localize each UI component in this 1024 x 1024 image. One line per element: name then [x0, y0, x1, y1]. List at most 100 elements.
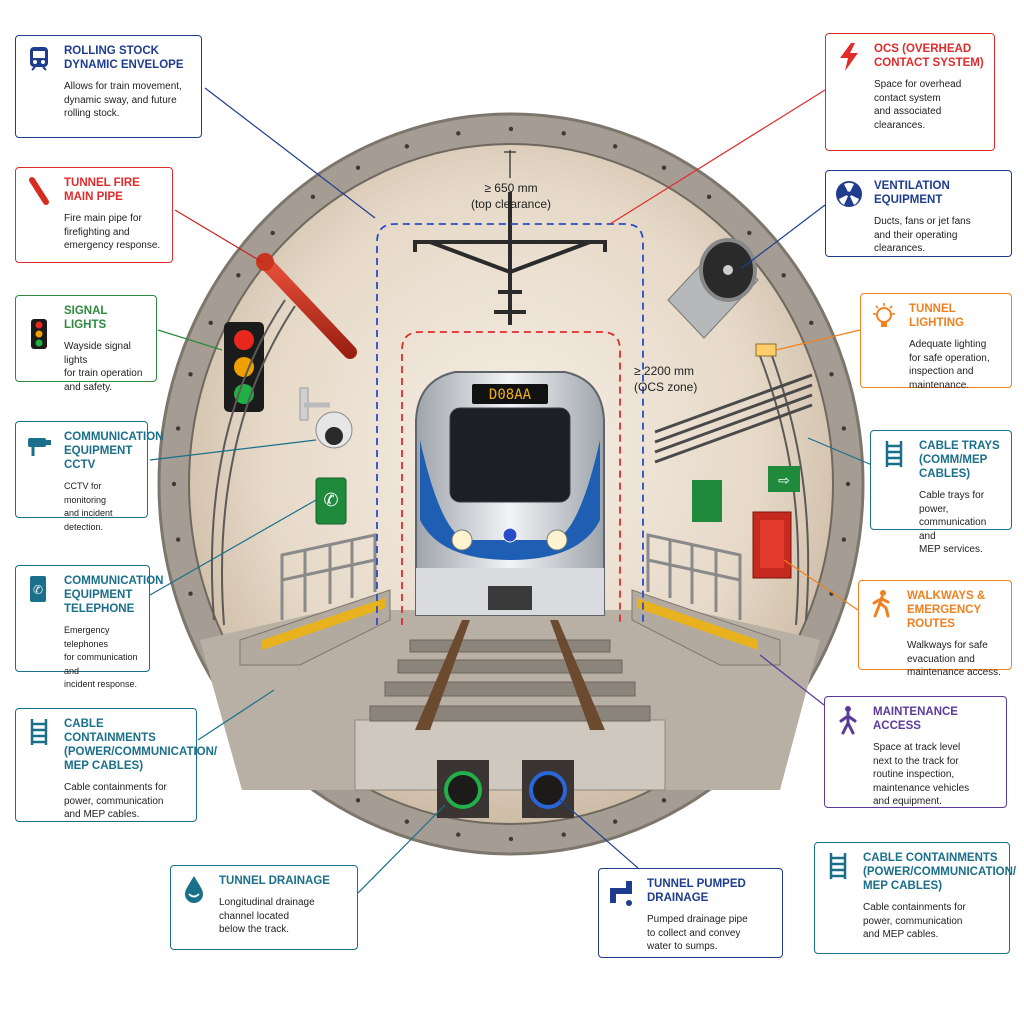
rolling-stock-envelope: [376, 223, 644, 625]
card-title: TUNNEL DRAINAGE: [219, 875, 330, 887]
card-title: COMMUNICATION EQUIPMENT Telephone: [64, 575, 164, 615]
card-walkways: WALKWAYS & EMERGENCY ROUTES Walkways for…: [858, 580, 1012, 678]
track-bed: [200, 610, 820, 818]
card-body: Cable containments for power, communicat…: [863, 902, 966, 940]
top-clearance-value: ≥ 650 mm: [484, 181, 537, 195]
lining-bolt: [747, 230, 752, 236]
cable-ladder-icon: [885, 441, 903, 467]
svg-text:✆: ✆: [323, 490, 338, 511]
callout-leaders: [149, 87, 873, 894]
lining-bolt: [561, 131, 566, 136]
person-icon: [839, 706, 857, 735]
cable-ladder-icon: [30, 719, 48, 745]
lining-bolt: [456, 832, 461, 837]
walkway-left: [239, 533, 391, 666]
lining-bolt: [310, 194, 316, 199]
card-title: WALKWAYS & EMERGENCY ROUTES: [907, 590, 986, 630]
lining-bolt: [456, 131, 461, 136]
lining-bolt: [845, 481, 851, 487]
fire-pipe-icon: [29, 177, 49, 205]
card-body: Pumped drainage pipe to collect and conv…: [647, 914, 748, 952]
card-title: ROLLING STOCK DYNAMIC ENVELOPE: [64, 45, 184, 71]
card-body: Cable trays for power, communication and…: [919, 490, 987, 555]
lining-bolt: [661, 798, 667, 803]
card-signal-lights: SIGNAL LIGHTS Wayside signal lights for …: [15, 295, 157, 393]
card-comm-telephone: ✆ COMMUNICATION EQUIPMENT Telephone Emer…: [15, 565, 164, 689]
emergency-telephone: ✆: [315, 477, 347, 525]
cable-trays: [654, 373, 813, 464]
pipe-icon: [610, 881, 632, 906]
lining-bolt: [175, 426, 181, 431]
lining-bolt: [175, 537, 181, 542]
drainage-channel: [444, 771, 482, 809]
lining-bolt: [612, 144, 618, 149]
cctv-icon: [28, 438, 51, 456]
card-tunnel-lighting: TUNNEL LIGHTING Adequate lighting for sa…: [860, 293, 1012, 391]
card-tunnel-drainage: TUNNEL DRAINAGE Longitudinal drainage ch…: [170, 865, 358, 950]
ocs-zone-envelope: [401, 331, 621, 625]
telephone-icon: ✆: [30, 576, 46, 602]
walking-person-icon: [872, 590, 890, 618]
card-title: TUNNEL LIGHTING: [909, 303, 964, 329]
card-tunnel-fire: TUNNEL FIRE MAIN PIPE Fire main pipe for…: [15, 167, 173, 263]
card-ocs: OCS (OVERHEAD CONTACT SYSTEM) Space for …: [825, 33, 995, 151]
card-title: TUNNEL FIRE MAIN PIPE: [64, 177, 140, 203]
traffic-light-icon: [31, 319, 47, 349]
lightning-icon: [840, 43, 858, 71]
fan-icon: [836, 181, 862, 207]
lining-bolt: [188, 591, 193, 596]
card-cable-containments-left: CABLE CONTAINMENTS (POWER/COMMUNICATION/…: [15, 708, 218, 822]
lining-bolt: [781, 273, 786, 278]
lining-bolt: [270, 230, 275, 236]
lining-bolt: [561, 832, 566, 837]
card-body: Longitudinal drainage channel located be…: [219, 897, 315, 935]
card-body: Cable containments for power, communicat…: [64, 782, 167, 820]
card-body: Emergency telephones for communication a…: [64, 625, 138, 689]
lining-bolt: [508, 126, 514, 132]
lining-bolt: [188, 372, 193, 377]
card-title: CABLE TRAYS (COMM/MEP CABLES): [919, 440, 1000, 480]
card-body: Wayside signal lights for train operatio…: [64, 341, 143, 393]
lining-bolt: [829, 372, 834, 377]
ventilation-jet-fan: [667, 238, 759, 339]
ocs-zone-value: ≥ 2200 mm: [634, 364, 694, 378]
lining-bolt: [841, 426, 847, 431]
card-title: VENTILATION EQUIPMENT: [874, 180, 950, 206]
tunnel-light-fitting: [755, 343, 777, 357]
top-clearance-note: (top clearance): [471, 197, 551, 211]
card-title: MAINTENANCE ACCESS: [873, 706, 958, 732]
lining-bolt: [355, 798, 361, 803]
lining-bolt: [809, 320, 814, 326]
card-body: Adequate lighting for safe operation, in…: [909, 339, 990, 391]
walkway-right: [631, 533, 781, 666]
card-comm-cctv: COMMUNICATION EQUIPMENT CCTV CCTV for mo…: [15, 421, 164, 532]
card-title: OCS (OVERHEAD CONTACT SYSTEM): [874, 43, 984, 69]
lining-bolt: [661, 165, 667, 170]
fire-main-pipe: [256, 253, 357, 359]
pumped-drainage-pipe: [529, 771, 567, 809]
card-body: Ducts, fans or jet fans and their operat…: [874, 216, 971, 254]
svg-text:⇨: ⇨: [778, 473, 790, 489]
signal-light: [224, 322, 264, 412]
card-cable-containments-right: CABLE CONTAINMENTS (POWER/COMMUNICATION/…: [814, 842, 1016, 954]
lining-bolt: [404, 819, 410, 824]
lining-bolt: [355, 165, 361, 170]
lining-bolt: [171, 481, 177, 487]
card-cable-trays: CABLE TRAYS (COMM/MEP CABLES) Cable tray…: [870, 430, 1012, 555]
lining-bolt: [508, 836, 514, 842]
train-icon: [30, 47, 48, 71]
card-body: Space at track level next to the track f…: [873, 742, 970, 807]
emergency-point-cabinet: [692, 480, 722, 522]
cctv-camera: [299, 387, 353, 449]
lining-bolt: [208, 320, 213, 326]
card-title: CABLE CONTAINMENTS (POWER/COMMUNICATION/…: [64, 718, 218, 772]
card-ventilation: VENTILATION EQUIPMENT Ducts, fans or jet…: [825, 170, 1012, 257]
lining-bolt: [612, 819, 618, 824]
lining-bolt: [841, 537, 847, 542]
card-body: Space for overhead contact system and as…: [874, 79, 962, 131]
card-title: COMMUNICATION EQUIPMENT CCTV: [64, 431, 164, 471]
card-maintenance-access: MAINTENANCE ACCESS Space at track level …: [824, 696, 1007, 808]
card-body: Walkways for safe evacuation and mainten…: [907, 640, 1001, 678]
lining-bolt: [706, 194, 712, 199]
